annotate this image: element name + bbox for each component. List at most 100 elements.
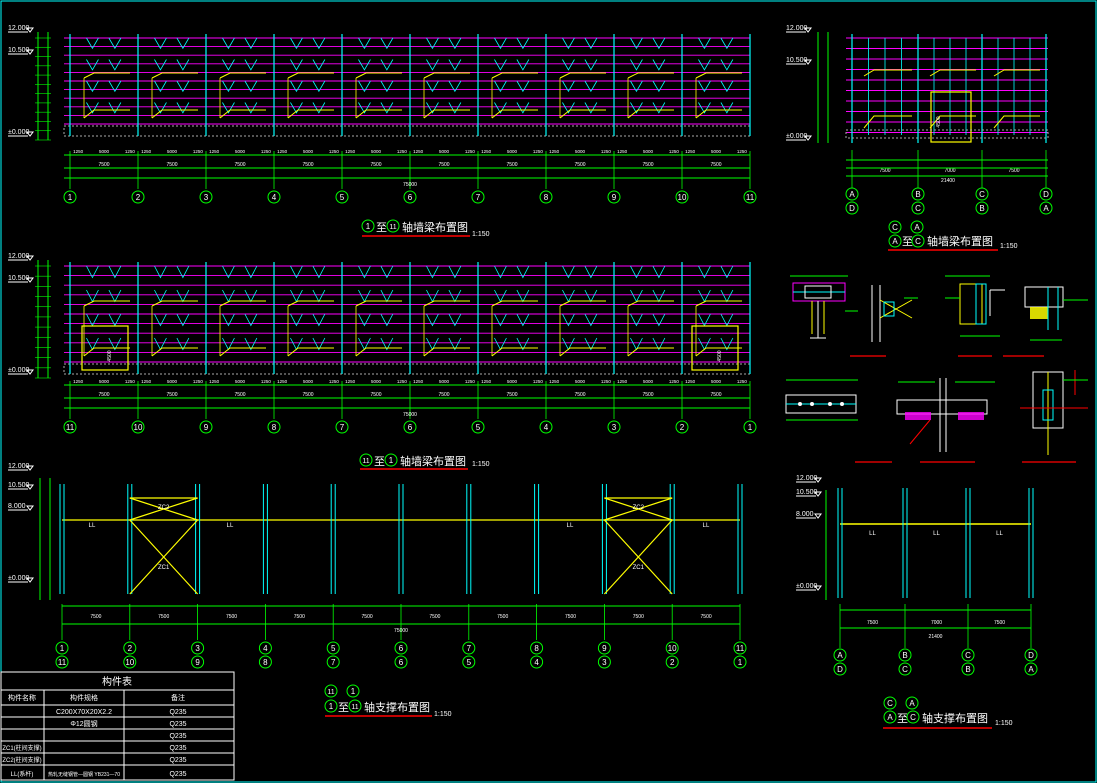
title-axis-top-b: A [914,223,920,232]
grid-axis-label: 2 [136,193,141,202]
title-axis-from: 1 [366,222,371,231]
tie-bar-label: LL [869,531,876,537]
sag-rod [426,80,439,93]
grid-axis-bubble [733,655,747,669]
grid-axis-bubble [665,655,679,669]
sag-rod [584,289,598,303]
bay-dimension: 7500 [701,614,712,620]
sag-rod [448,337,462,351]
grid-axis-label: 2 [680,423,685,432]
grid-axis-label: A [837,651,843,660]
grid-bubble [911,234,925,248]
window-sill [151,347,198,357]
sag-rod [652,289,666,303]
sub-dimension: 5000 [711,149,722,154]
sag-rod [380,80,394,93]
detail-2 [871,285,918,342]
sag-rod [154,102,167,114]
elevation-marker [804,27,812,33]
table-cell: Q235 [169,745,186,752]
tie-bar-label: LL [567,523,574,529]
sag-rod [290,265,303,279]
grid-axis-label: A [849,190,855,199]
table-cell: LL(系杆) [11,770,34,778]
table-frame [0,671,235,781]
table-header: 构件规格 [70,693,98,702]
sub-dimension: 1250 [125,149,136,154]
title-axis-to: C [915,237,921,246]
window-lintel [287,300,334,307]
sub-dimension: 1250 [669,379,680,384]
grid-axis-label: 2 [670,658,675,667]
window-lintel [219,72,266,79]
door-opening [81,325,129,371]
sub-dimension: 1250 [533,149,544,154]
sag-rod [584,37,598,50]
grid-axis-bubble [530,655,544,669]
grid-axis-label: 5 [476,423,481,432]
grid-bubble [361,219,375,233]
grid-axis-bubble [1024,662,1038,676]
grid-axis-bubble [961,662,975,676]
grid-axis-bubble [898,662,912,676]
grid-axis-label: 11 [746,193,755,202]
grid-axis-bubble [597,641,611,655]
sub-dimension: 5000 [643,379,654,384]
elevation-label: ±0.000 [796,583,817,590]
scale-label: 1:150 [1000,243,1018,250]
sub-dimension: 1250 [193,149,204,154]
view-3-title: C A A 至 C 轴墙梁布置图 1:150 [888,220,1018,251]
bay-dimension: 7500 [438,392,449,398]
sag-rod [108,80,122,93]
sag-rod [494,37,507,50]
sag-rod [584,265,598,279]
scale-label: 1:150 [472,231,490,238]
table-cell: 热轧无缝钢管—圆钢 YB231—70 [48,771,120,778]
window-lintel [929,69,976,77]
tie-bar-label: LL [89,523,96,529]
sag-rod [448,102,462,114]
sag-rod [86,80,99,93]
window-sill [151,109,198,119]
grid-axis-label: 4 [272,193,277,202]
window-lintel [355,72,402,79]
sag-rod [312,337,326,351]
window-lintel [287,72,334,79]
sag-rod [290,59,303,71]
grid-axis-bubble [258,655,272,669]
elevation-marker [26,49,34,55]
grid-bubble [905,696,919,710]
sag-rod [516,80,530,93]
elevation-marker [26,465,34,471]
elevation-label: 10.500 [8,275,30,282]
grid-axis-bubble [191,655,205,669]
sag-rod [86,102,99,114]
grid-axis-bubble [975,201,989,215]
grid-axis-label: 3 [612,423,617,432]
sub-dimension: 5000 [439,379,450,384]
bay-dimension: 7500 [429,614,440,620]
sub-dimension: 1250 [549,379,560,384]
sub-dimension: 1250 [277,149,288,154]
sag-rod [562,37,575,50]
sag-rod [312,80,326,93]
sag-rod [584,102,598,114]
sag-rod [222,265,235,279]
window-sill [355,109,402,119]
window-sill [993,115,1040,129]
window-sill [695,347,742,357]
elevation-marker [26,577,34,583]
sub-dimension: 1250 [685,379,696,384]
sag-rod [358,80,371,93]
bay-dimension: 7500 [506,162,517,168]
sag-rod [426,59,439,71]
sub-dimension: 1250 [193,379,204,384]
sag-rod [290,313,303,327]
sag-rod [584,313,598,327]
sub-dimension: 1250 [345,379,356,384]
window-sill [219,347,266,357]
sag-rod [584,59,598,71]
grid-bubble [348,699,362,713]
grid-axis-bubble [403,190,417,204]
detail-6 [896,378,995,463]
